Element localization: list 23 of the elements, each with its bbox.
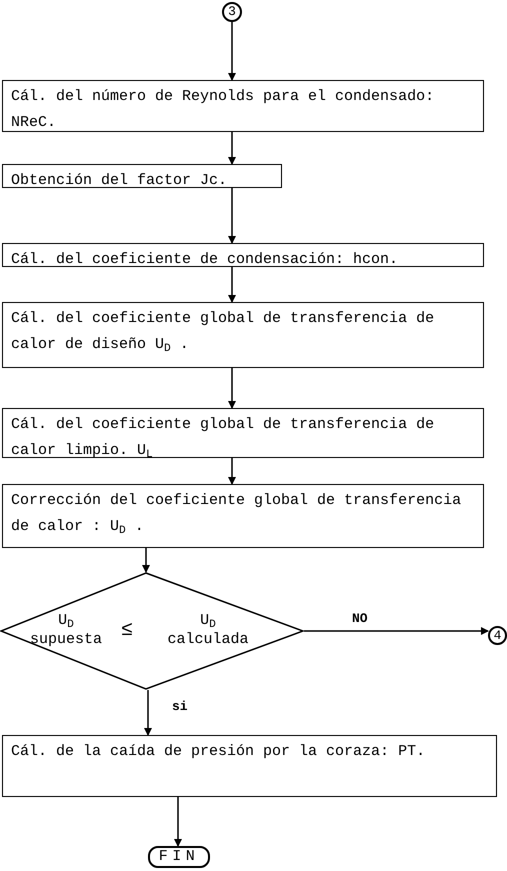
arrow [228,368,236,409]
process-box: Obtención del factor Jc. [2,164,282,188]
process-box: Cál. del coeficiente global de transferencia de calor de diseño U$_{D}$ . [2,302,484,368]
arrow [228,267,236,303]
decision-text: U$_{D}$ supuesta [28,612,103,650]
process-box: Cál. de la caída de presión por la coraza: PT. [2,735,497,797]
arrow [228,132,236,165]
process-box: Cál. del coeficiente global de transferencia de calor limpio. U$_{L}$ [2,408,484,458]
decision-text: U$_{D}$ calculada [166,612,250,650]
arrow [144,690,152,736]
arrow [228,458,236,485]
process-box: Cál. del coeficiente de condensación: hcon. [2,243,484,267]
edge-label: si [170,700,190,713]
process-box: Corrección del coeficiente global de transferencia de calor : U$_{D}$ . [2,484,484,548]
terminal-box: FIN [148,846,210,868]
arrow [174,797,182,847]
arrow [142,548,150,573]
arrow [228,22,236,81]
arrow [304,627,489,635]
process-box: Cál. del número de Reynolds para el condensado: NReC. [2,80,484,132]
decision-text: ≤ [120,618,134,643]
arrow [228,188,236,244]
edge-label: NO [350,612,370,625]
